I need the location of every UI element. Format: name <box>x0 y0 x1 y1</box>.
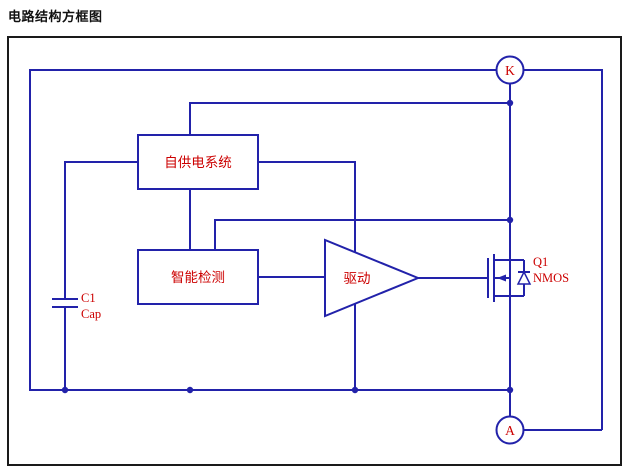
capacitor-value-label: Cap <box>81 307 101 321</box>
junction-dot <box>506 216 514 224</box>
mosfet-designator-label: Q1 <box>533 255 548 269</box>
junction-dot <box>61 386 69 394</box>
junction-dot <box>506 386 514 394</box>
junction-dot <box>506 99 514 107</box>
anode-terminal <box>495 415 525 445</box>
cathode-terminal <box>495 55 525 85</box>
driver-label: 驱动 <box>344 271 371 286</box>
wire-driver-supply <box>258 161 356 390</box>
wire-self-power-harvest <box>189 102 510 135</box>
anode-terminal-label: A <box>505 423 515 438</box>
mosfet-type-label: NMOS <box>533 271 569 285</box>
body-diode-triangle <box>516 270 532 285</box>
nmos-bulk-arrow <box>497 274 506 282</box>
wire-detection-sense <box>214 219 510 250</box>
self-power-label: 自供电系统 <box>164 155 232 170</box>
nmos-symbol <box>487 254 532 302</box>
diagram-border <box>7 36 622 466</box>
junction-dot <box>186 386 194 394</box>
diagram-title: 电路结构方框图 <box>8 9 103 24</box>
block-detection <box>137 249 259 305</box>
capacitor-symbol <box>52 298 78 308</box>
driver-triangle <box>324 238 421 318</box>
capacitor-designator-label: C1 <box>81 291 96 305</box>
junction-dot <box>351 386 359 394</box>
wire-capacitor-branch-top <box>64 161 138 299</box>
body-diode-symbol <box>516 260 532 296</box>
block-self-power <box>137 134 259 190</box>
detection-label: 智能检测 <box>171 270 225 285</box>
cathode-terminal-label: K <box>505 63 515 78</box>
